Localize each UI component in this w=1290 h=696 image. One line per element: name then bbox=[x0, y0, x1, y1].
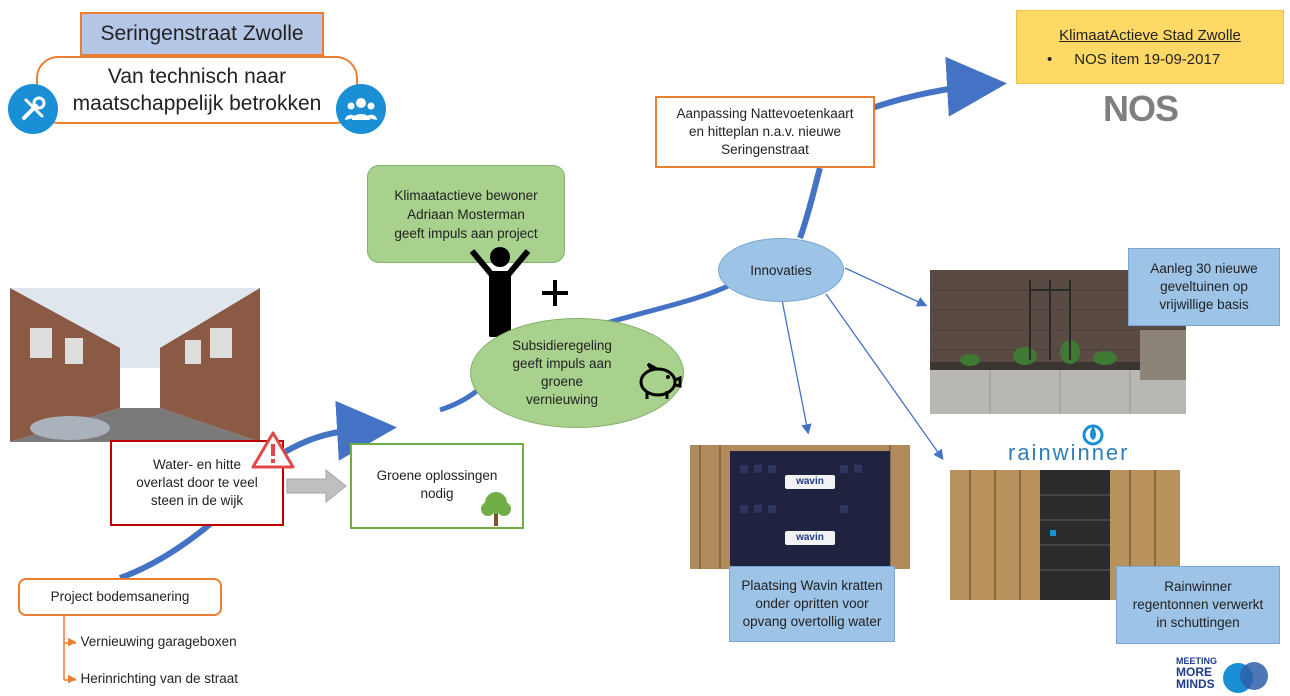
wavin-box: Plaatsing Wavin kratten onder opritten v… bbox=[729, 566, 895, 642]
main-path-top bbox=[797, 167, 823, 240]
klimaat-stad-box: KlimaatActieve Stad Zwolle • NOS item 19… bbox=[1016, 10, 1284, 84]
sub-item: ▶ Vernieuwing garageboxen bbox=[68, 634, 237, 649]
plus-icon bbox=[540, 278, 570, 313]
geveltuinen-line: geveltuinen op bbox=[1160, 279, 1248, 294]
subtitle-line: maatschappelijk betrokken bbox=[72, 92, 322, 115]
sub-item-arrow: ▶ bbox=[68, 673, 77, 685]
wavin-line: onder opritten voor bbox=[755, 596, 869, 611]
klimaat-stad-bullet: NOS item 19-09-2017 bbox=[1074, 51, 1221, 68]
wavin-crate-label: wavin bbox=[796, 532, 824, 543]
groene-oplossingen-box: Groene oplossingen nodig bbox=[350, 443, 524, 529]
wavin-photo: wavin wavin bbox=[690, 445, 910, 569]
branch-geveltuinen bbox=[844, 267, 928, 307]
groene-oplossingen-line: Groene oplossingen bbox=[376, 468, 498, 483]
subsidie-line: groene bbox=[540, 374, 584, 389]
tools-icon bbox=[8, 84, 58, 134]
nos-logo: NOS bbox=[1103, 88, 1179, 129]
rainwinner-logo: rainwinner bbox=[1008, 440, 1130, 465]
rainwinner-line: in schuttingen bbox=[1156, 615, 1240, 630]
groene-oplossingen-line: nodig bbox=[420, 486, 454, 501]
water-hitte-line: steen in de wijk bbox=[150, 493, 244, 508]
water-drop-icon bbox=[1082, 422, 1104, 451]
logo-line: MORE bbox=[1176, 665, 1212, 679]
klimaat-bewoner-line: Klimaatactieve bewoner bbox=[394, 187, 538, 203]
street-photo bbox=[10, 288, 260, 442]
aanpassing-line: Aanpassing Nattevoetenkaart bbox=[676, 106, 854, 121]
sub-item-connector bbox=[63, 616, 76, 681]
water-hitte-line: Water- en hitte bbox=[152, 457, 242, 472]
klimaat-stad-title: KlimaatActieve Stad Zwolle bbox=[1059, 27, 1241, 44]
aanpassing-line: Seringenstraat bbox=[721, 142, 809, 157]
klimaat-bewoner-line: geeft impuls aan project bbox=[394, 225, 538, 241]
branch-wavin bbox=[781, 299, 812, 435]
grey-arrow bbox=[286, 468, 347, 504]
branch-rainwinner bbox=[825, 293, 944, 461]
page-title: Seringenstraat Zwolle bbox=[80, 12, 324, 56]
main-path-middle bbox=[278, 400, 397, 461]
rainwinner-box: Rainwinner regentonnen verwerkt in schut… bbox=[1116, 566, 1280, 644]
aanpassing-line: en hitteplan n.a.v. nieuwe bbox=[688, 124, 842, 139]
subtitle-box: Van technisch naar maatschappelijk betro… bbox=[36, 56, 358, 124]
subsidie-line: geeft impuls aan bbox=[512, 356, 612, 371]
warning-icon bbox=[250, 430, 296, 475]
people-icon bbox=[336, 84, 386, 134]
aanpassing-box: Aanpassing Nattevoetenkaart en hitteplan… bbox=[655, 96, 875, 168]
piggy-bank-icon bbox=[634, 360, 682, 407]
subsidie-line: vernieuwing bbox=[525, 392, 599, 407]
subtitle-line: Van technisch naar bbox=[107, 65, 287, 88]
geveltuinen-line: Aanleg 30 nieuwe bbox=[1150, 261, 1258, 276]
sub-item-label: Vernieuwing garageboxen bbox=[80, 634, 237, 649]
rainwinner-line: regentonnen verwerkt bbox=[1132, 597, 1264, 612]
sub-item-label: Herinrichting van de straat bbox=[80, 671, 239, 686]
klimaat-bewoner-line: Adriaan Mosterman bbox=[407, 206, 525, 222]
main-path-upper bbox=[599, 282, 732, 328]
geveltuinen-line: vrijwillige basis bbox=[1159, 297, 1249, 312]
innovaties-ellipse: Innovaties bbox=[718, 238, 844, 302]
tree-icon bbox=[478, 489, 514, 532]
main-path-top2 bbox=[871, 56, 1007, 117]
rainwinner-line: Rainwinner bbox=[1164, 579, 1232, 594]
sub-item-arrow: ▶ bbox=[68, 636, 77, 648]
meeting-more-minds-logo: MEETING MORE MINDS bbox=[1176, 656, 1276, 696]
water-hitte-box: Water- en hitte overlast door te veel st… bbox=[110, 440, 284, 526]
logo-line: MEETING bbox=[1176, 656, 1218, 666]
geveltuinen-box: Aanleg 30 nieuwe geveltuinen op vrijwill… bbox=[1128, 248, 1280, 326]
sub-item: ▶ Herinrichting van de straat bbox=[68, 671, 238, 686]
person-icon bbox=[469, 245, 540, 342]
wavin-crate-label: wavin bbox=[796, 476, 824, 487]
wavin-line: opvang overtollig water bbox=[742, 614, 882, 629]
wavin-line: Plaatsing Wavin kratten bbox=[741, 578, 883, 593]
bodemsanering-box: Project bodemsanering bbox=[18, 578, 222, 616]
subsidie-line: Subsidieregeling bbox=[512, 338, 612, 353]
klimaat-bewoner-box: Klimaatactieve bewoner Adriaan Mosterman… bbox=[367, 165, 565, 263]
logo-line: MINDS bbox=[1176, 677, 1215, 691]
water-hitte-line: overlast door te veel bbox=[136, 475, 258, 490]
bullet-dot: • bbox=[1047, 51, 1053, 68]
